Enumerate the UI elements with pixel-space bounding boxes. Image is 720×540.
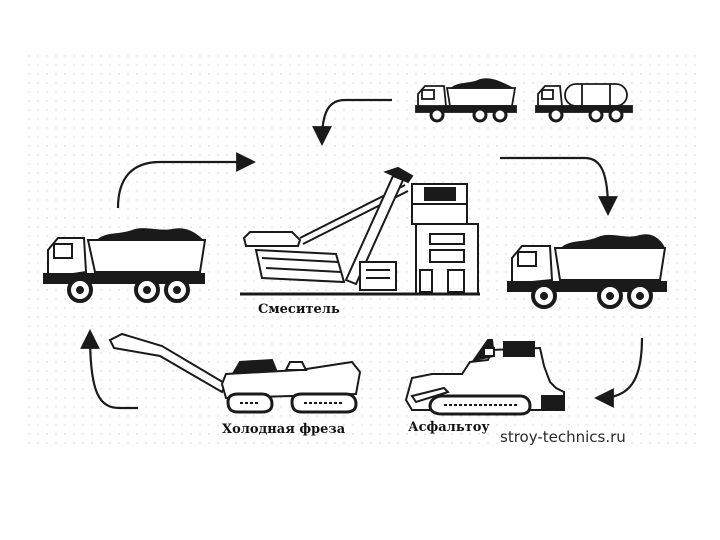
watermark: stroy-technics.ru [498,428,628,446]
mixer-label: Смеситель [258,302,340,317]
paver-label: Асфальтоу [408,420,490,435]
cold-mill-label: Холодная фреза [222,422,345,437]
